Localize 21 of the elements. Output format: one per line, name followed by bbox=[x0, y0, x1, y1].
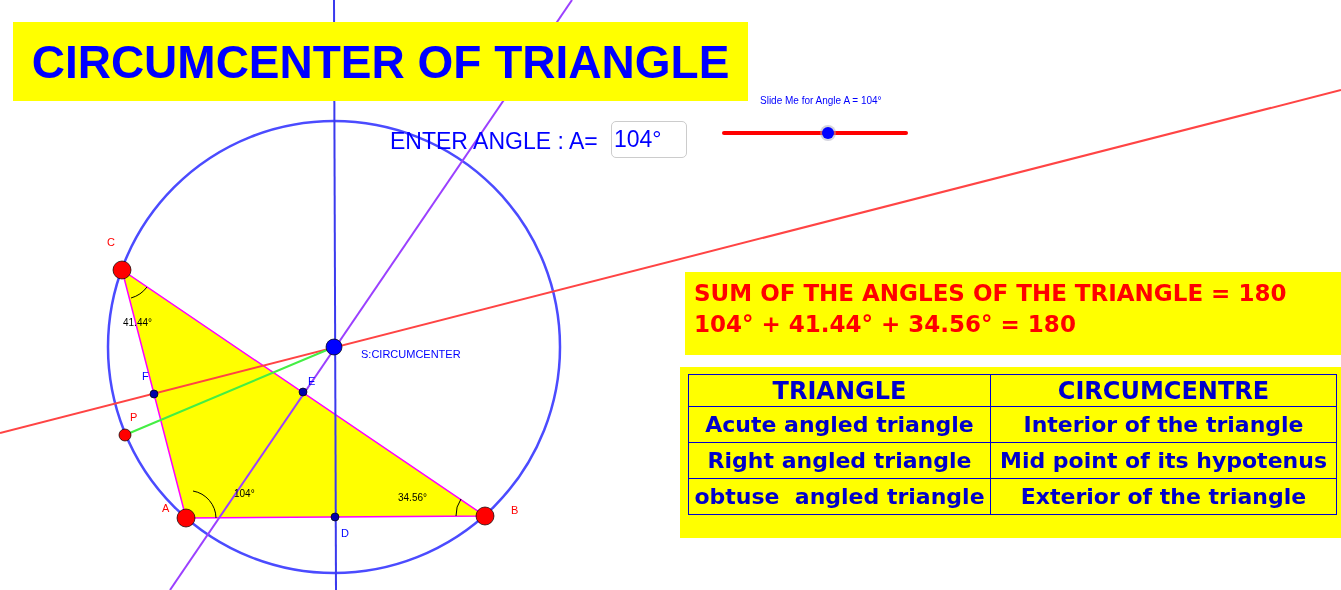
point-label: S:CIRCUMCENTER bbox=[361, 349, 461, 360]
table-header: CIRCUMCENTRE bbox=[990, 374, 1337, 407]
input-field: 104° bbox=[611, 121, 687, 158]
point-label: B bbox=[511, 505, 519, 516]
title: CIRCUMCENTER OF TRIANGLE bbox=[13, 22, 748, 101]
table-cell: Acute angled triangle bbox=[688, 406, 991, 443]
point-label: C bbox=[107, 237, 115, 248]
point-label: D bbox=[341, 528, 349, 539]
table-cell: Exterior of the triangle bbox=[990, 478, 1337, 515]
table-cell: Mid point of its hypotenus bbox=[990, 442, 1337, 479]
sum-text: 104° + 41.44° + 34.56° = 180 bbox=[694, 311, 1076, 337]
angle-label: 34.56° bbox=[398, 493, 428, 503]
point-label: F bbox=[142, 371, 149, 382]
sum-text: SUM OF THE ANGLES OF THE TRIANGLE = 180 bbox=[694, 280, 1287, 306]
table-cell: Interior of the triangle bbox=[990, 406, 1337, 443]
point-label: P bbox=[130, 412, 138, 423]
table-cell: obtuse angled triangle bbox=[688, 478, 991, 515]
table-header: TRIANGLE bbox=[688, 374, 991, 407]
table-cell: Right angled triangle bbox=[688, 442, 991, 479]
point-label: A bbox=[162, 503, 170, 514]
slider-label: Slide Me for Angle A = 104° bbox=[760, 96, 882, 106]
